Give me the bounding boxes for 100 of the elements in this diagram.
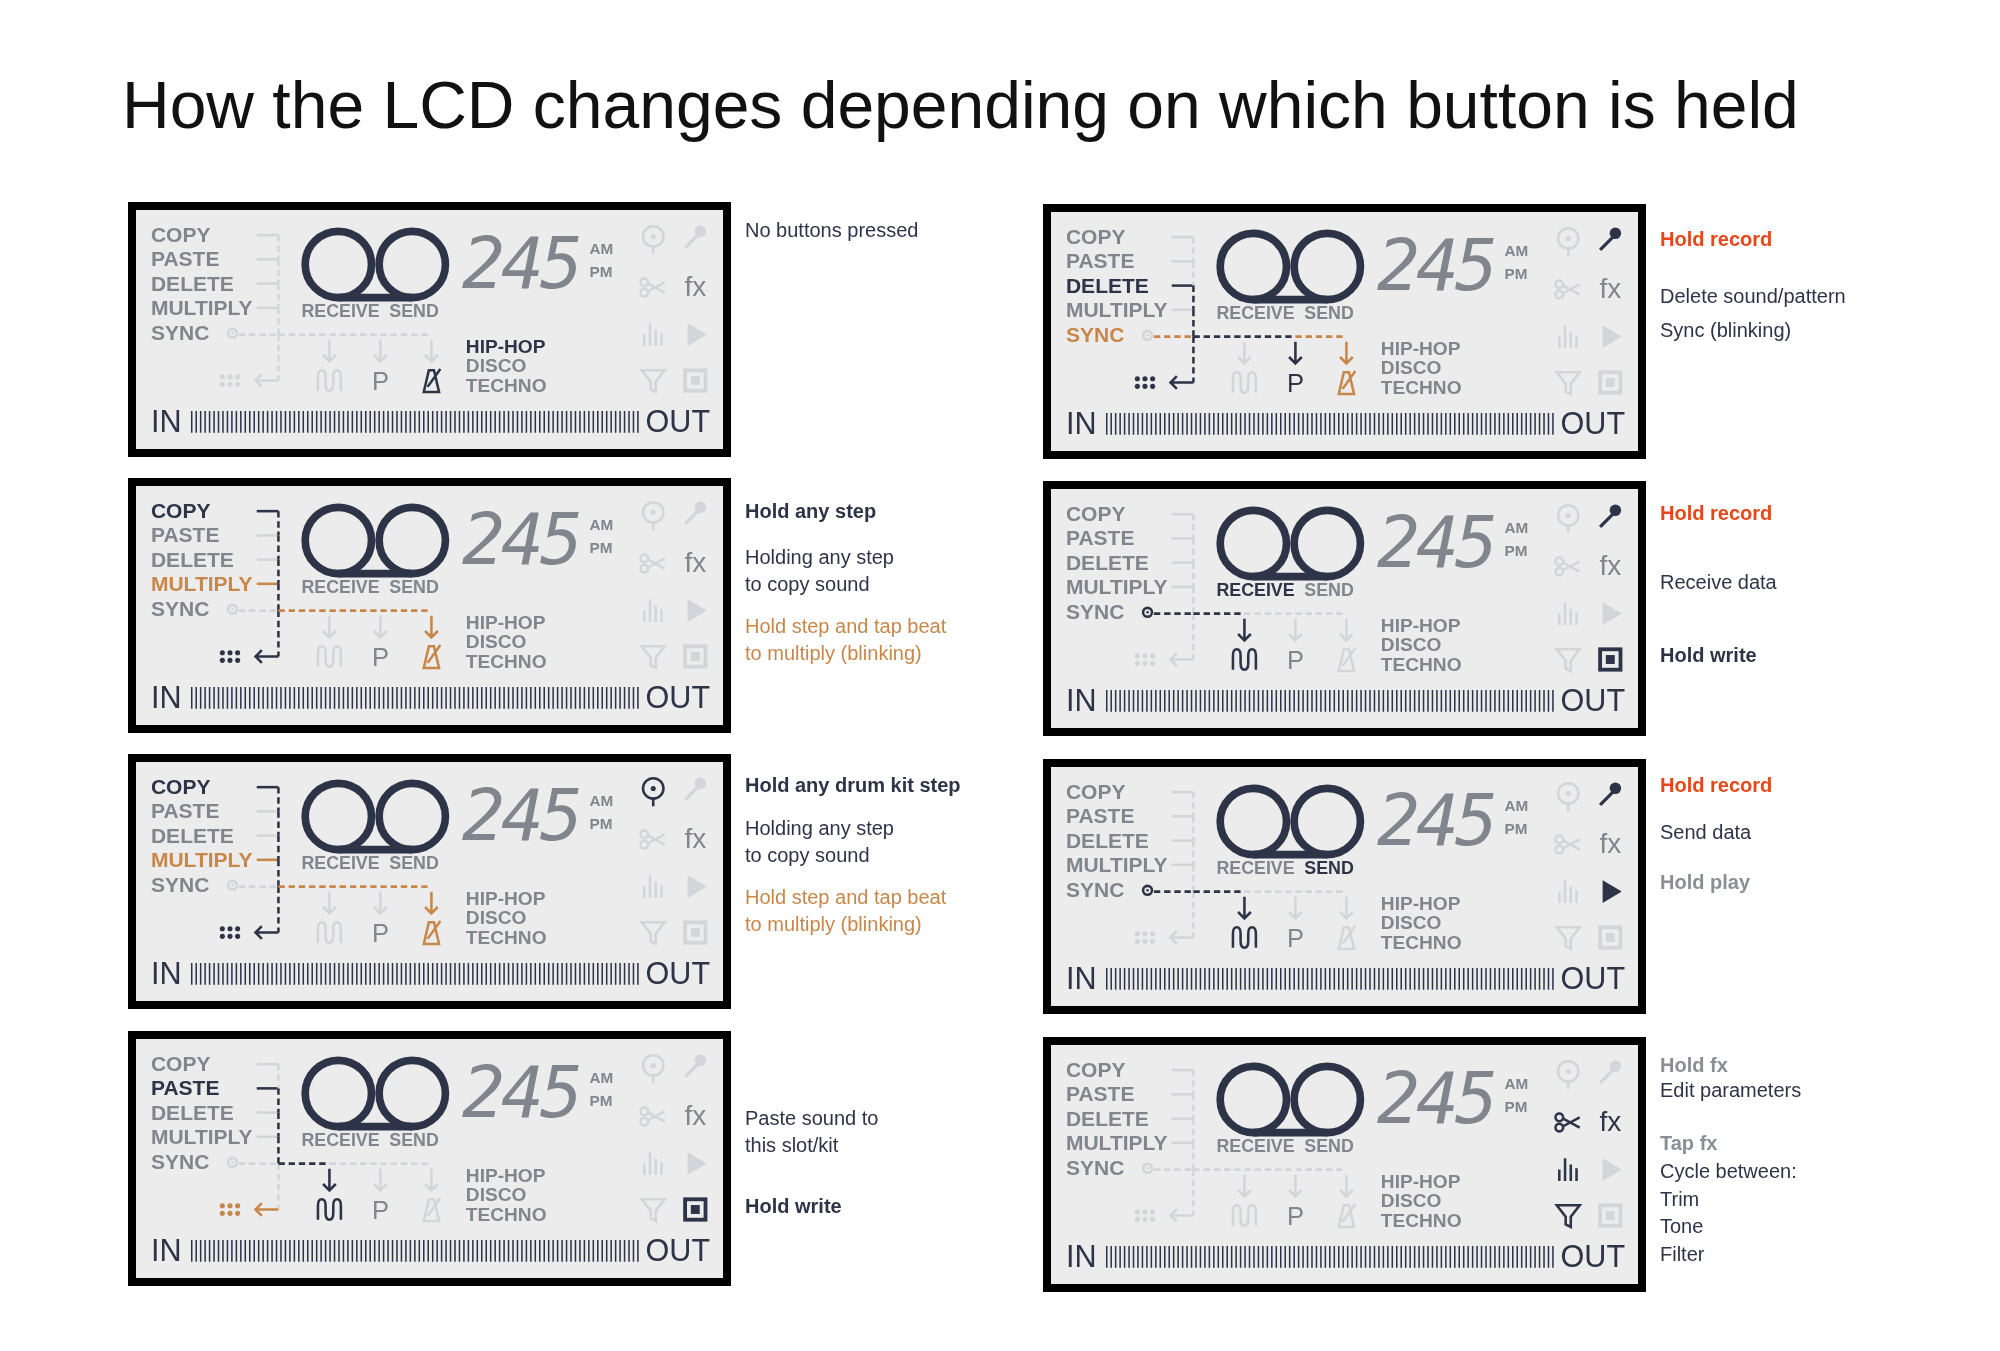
note-text: Edit parameters	[1660, 1077, 1802, 1103]
lcd-label: COPY	[1065, 226, 1126, 248]
lcd-label: SEND	[1304, 859, 1354, 878]
note-heading: Hold record	[1660, 226, 1773, 252]
lcd-letter: fx	[1599, 552, 1622, 581]
note-heading: Hold any drum kit step	[745, 772, 961, 798]
lcd-label: DELETE	[1065, 275, 1149, 297]
lcd-letter: fx	[684, 1102, 707, 1131]
lcd-label: PASTE	[150, 1077, 220, 1099]
note-text: Send data	[1660, 819, 1752, 845]
note-heading: Hold fx	[1660, 1053, 1728, 1079]
lcd-label: HIP-HOP	[465, 337, 546, 357]
lcd-label: PM	[589, 816, 613, 832]
lcd-label: HIP-HOP	[1380, 616, 1461, 636]
lcd-label: COPY	[150, 224, 211, 246]
lcd-label: HIP-HOP	[465, 1166, 546, 1186]
lcd-label: COPY	[150, 776, 211, 798]
lcd-letter: fx	[1599, 275, 1622, 304]
lcd-label: HIP-HOP	[465, 889, 546, 909]
lcd-label: TECHNO	[465, 652, 547, 672]
lcd-label: PASTE	[1065, 250, 1135, 272]
lcd-label: DISCO	[465, 356, 527, 376]
lcd-screen	[128, 1031, 731, 1286]
lcd-letter: fx	[1599, 830, 1622, 859]
note-text: Sync (blinking)	[1660, 318, 1792, 344]
lcd-label: MULTIPLY	[1065, 1132, 1168, 1154]
lcd-label: SEND	[1304, 304, 1354, 323]
segment-digits: 245	[1377, 785, 1494, 858]
note-text: Tone	[1660, 1213, 1704, 1239]
lcd-label: TECHNO	[465, 928, 547, 948]
lcd-letter: fx	[684, 825, 707, 854]
lcd-label: IN	[150, 681, 182, 713]
segment-digits: 245	[462, 504, 579, 577]
lcd-label: SYNC	[150, 1151, 210, 1173]
lcd-label: AM	[1504, 520, 1529, 536]
lcd-label: TECHNO	[465, 1205, 547, 1225]
lcd-label: AM	[589, 241, 614, 257]
lcd-label: AM	[1504, 243, 1529, 259]
lcd-label: PM	[1504, 1099, 1528, 1115]
note-text: Delete sound/pattern	[1660, 284, 1846, 310]
lcd-label: OUT	[645, 957, 711, 989]
lcd-screen	[1043, 204, 1646, 459]
note-heading: Hold write	[745, 1193, 842, 1219]
lcd-letter: P	[1286, 648, 1304, 674]
segment-digits: 245	[462, 1057, 579, 1130]
lcd-label: IN	[1065, 684, 1097, 716]
lcd-letter: P	[371, 369, 389, 395]
note-text: Holding any step to copy sound	[745, 545, 895, 598]
lcd-label: DISCO	[465, 1185, 527, 1205]
note-text: Paste sound to this slot/kit	[745, 1105, 880, 1158]
lcd-label: MULTIPLY	[150, 573, 253, 595]
lcd-label: MULTIPLY	[150, 1126, 253, 1148]
segment-digits: 245	[462, 228, 579, 301]
lcd-label: PM	[589, 264, 613, 280]
note-heading: Hold record	[1660, 501, 1773, 527]
segment-digits: 245	[462, 780, 579, 853]
note-text: No buttons pressed	[745, 218, 919, 244]
lcd-label: DELETE	[150, 273, 234, 295]
lcd-label: MULTIPLY	[1065, 576, 1168, 598]
lcd-label: DISCO	[1380, 1191, 1442, 1211]
lcd-label: OUT	[1560, 684, 1626, 716]
lcd-label: SYNC	[1065, 324, 1125, 346]
lcd-label: TECHNO	[465, 376, 547, 396]
lcd-screen	[1043, 759, 1646, 1014]
lcd-label: IN	[150, 957, 182, 989]
note-heading: Tap fx	[1660, 1131, 1718, 1157]
lcd-label: IN	[150, 405, 182, 437]
lcd-label: IN	[1065, 407, 1097, 439]
lcd-letter: fx	[1599, 1108, 1622, 1137]
lcd-label: IN	[1065, 1240, 1097, 1272]
lcd-letter: P	[371, 645, 389, 671]
lcd-label: MULTIPLY	[1065, 854, 1168, 876]
note-text: Filter	[1660, 1242, 1705, 1267]
lcd-label: SEND	[389, 1131, 439, 1150]
lcd-letter: fx	[684, 549, 707, 578]
lcd-label: SYNC	[1065, 1157, 1125, 1179]
lcd-label: AM	[1504, 798, 1529, 814]
lcd-label: PM	[1504, 821, 1528, 837]
lcd-label: DELETE	[1065, 552, 1149, 574]
lcd-label: HIP-HOP	[1380, 1172, 1461, 1192]
note-text: Trim	[1660, 1187, 1700, 1213]
lcd-label: AM	[589, 1070, 614, 1086]
lcd-screen	[1043, 481, 1646, 736]
lcd-label: PM	[1504, 543, 1528, 559]
lcd-label: MULTIPLY	[150, 849, 253, 871]
lcd-label: SYNC	[1065, 879, 1125, 901]
lcd-letter: fx	[684, 273, 707, 302]
lcd-letter: P	[1286, 926, 1304, 952]
note-heading: Hold record	[1660, 772, 1773, 798]
note-text: Hold step and tap beat to multiply (blinking)	[745, 614, 948, 667]
lcd-letter: P	[371, 1198, 389, 1224]
lcd-letter: P	[1286, 1204, 1304, 1230]
lcd-label: COPY	[1065, 1059, 1126, 1081]
lcd-label: AM	[589, 793, 614, 809]
lcd-label: DELETE	[150, 825, 234, 847]
lcd-label: OUT	[645, 681, 711, 713]
lcd-label: COPY	[1065, 503, 1126, 525]
lcd-label: MULTIPLY	[1065, 299, 1168, 321]
lcd-label: SYNC	[150, 598, 210, 620]
lcd-label: SEND	[389, 302, 439, 321]
